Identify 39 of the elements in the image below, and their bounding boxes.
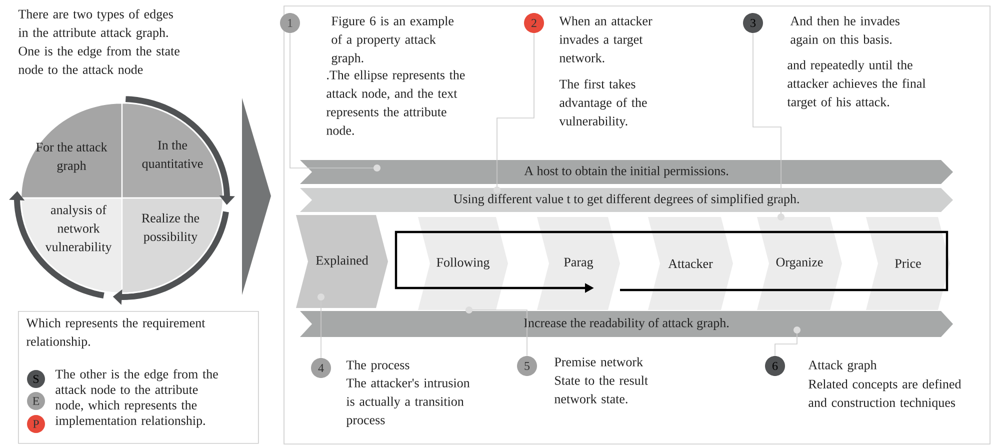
process-band: Using different value t to get different degrees of simplified graph. — [300, 188, 953, 212]
callout-number: 5 — [517, 356, 537, 376]
callout-number: 4 — [311, 358, 331, 378]
leader-line — [774, 326, 800, 356]
step-panel: Following — [418, 217, 508, 310]
callout-number: 1 — [280, 13, 300, 33]
callout-number: 2 — [524, 13, 544, 33]
callout-text: .The ellipse represents the attack node, and the text represents the attribute node. — [326, 70, 465, 135]
callout-text: Figure 6 is an example of a property attack graph. — [332, 16, 454, 66]
callout-text: The attacker's intrusion is actually a transition process — [346, 378, 470, 427]
leader-line — [290, 32, 380, 172]
leader-line — [752, 32, 784, 220]
step-panel: Attacker — [648, 217, 733, 310]
intro-text: There are two types of edges in the attribute attack graph. One is the edge from the state node to the attack node — [18, 9, 180, 74]
callout-text: Related concepts are defined and construction techniques — [808, 379, 962, 410]
cycle-segment: In the quantitative — [121, 102, 224, 199]
callout-text: The first takes advantage of the vulnerability. — [559, 79, 647, 128]
process-band: Increase the readability of attack graph. — [300, 311, 953, 337]
step-panel: Organize — [757, 217, 842, 310]
process-band: A host to obtain the initial permissions. — [300, 160, 953, 184]
leader-line — [494, 32, 534, 194]
callout-text: and repeatedly until the attacker achieves the final target of his attack. — [787, 60, 926, 110]
note-text: The other is the edge from the attack node to the attribute node, which represents the implementation relationship. — [55, 369, 218, 428]
pointer-triangle — [242, 98, 271, 295]
cycle-segment: analysis of network vulnerability — [20, 197, 123, 294]
callout-text: Attack graph — [808, 360, 877, 372]
cycle-segment: For the attack graph — [20, 102, 123, 199]
callout-text: And then he invades again on this basis. — [790, 16, 900, 47]
step-panel: Explained — [296, 215, 388, 308]
callout-number: 3 — [743, 13, 763, 33]
step-panel: Parag — [537, 217, 620, 310]
cycle-segment: Realize the possibility — [121, 197, 224, 294]
step-panel: Price — [866, 217, 950, 310]
callout-number: 6 — [765, 356, 785, 376]
leader-line — [318, 294, 324, 358]
callout-text: The process — [346, 360, 410, 372]
callout-text: When an attacker invades a target network. — [559, 16, 652, 62]
callout-text: Premise network State to the result network state. — [554, 357, 648, 404]
leader-line — [466, 306, 528, 356]
